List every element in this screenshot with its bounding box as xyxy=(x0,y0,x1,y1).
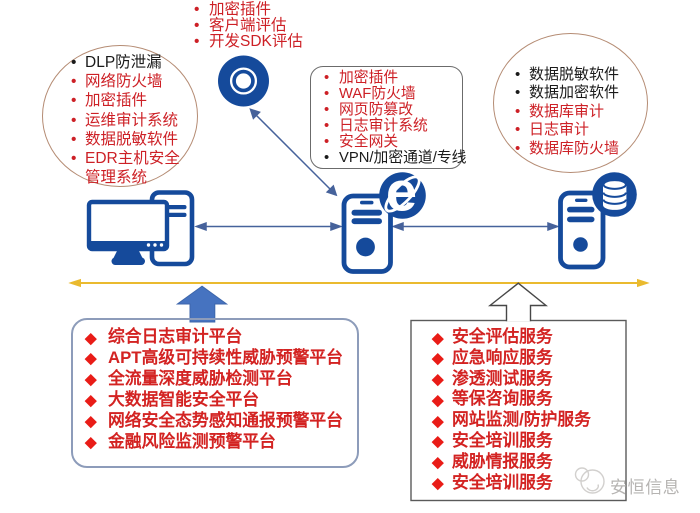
svg-text:e: e xyxy=(386,160,417,223)
